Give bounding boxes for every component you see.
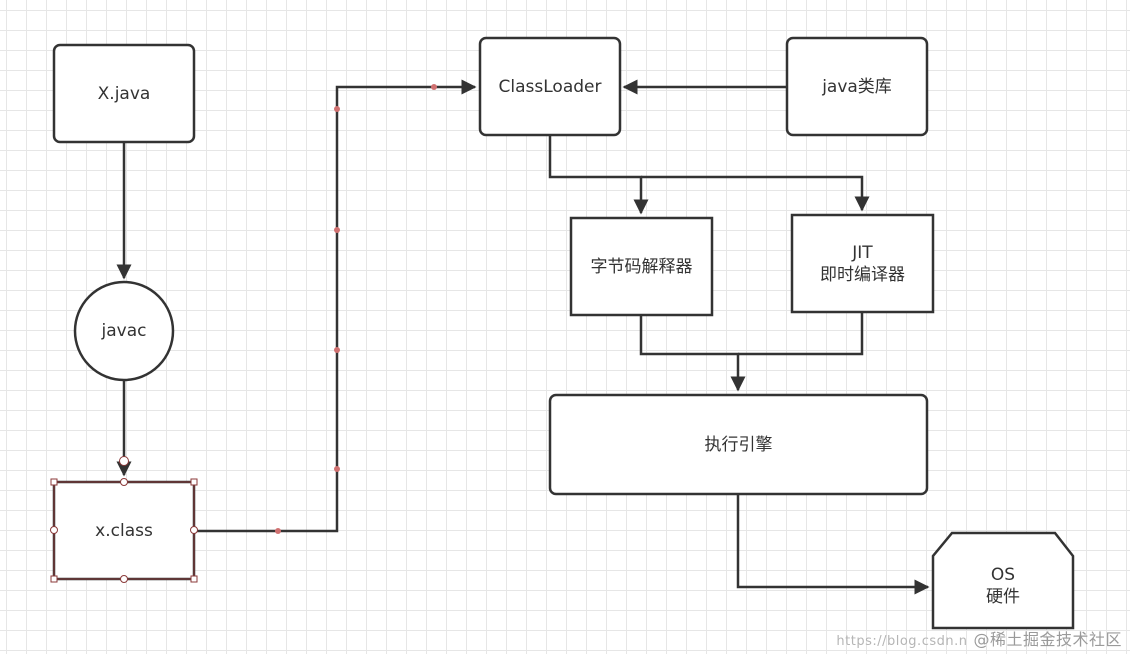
os-hardware-label: OS 硬件 bbox=[933, 543, 1073, 628]
edge-jit-engine[interactable] bbox=[738, 312, 864, 356]
connection-point[interactable] bbox=[50, 526, 58, 534]
waypoint-dot[interactable] bbox=[334, 466, 340, 472]
waypoint-dot[interactable] bbox=[334, 106, 340, 112]
edge-engine-os[interactable] bbox=[736, 494, 930, 595]
watermark-text: @稀土掘金技术社区 bbox=[973, 630, 1122, 649]
javac-label: javac bbox=[75, 282, 173, 380]
edge-interpreter-engine[interactable] bbox=[639, 315, 746, 392]
java-lib-label: java类库 bbox=[787, 38, 927, 135]
connection-point[interactable] bbox=[190, 526, 198, 534]
edge-classloader-jit[interactable] bbox=[641, 175, 870, 212]
bytecode-interpreter-box[interactable] bbox=[569, 216, 714, 317]
exec-engine-text: 执行引擎 bbox=[704, 434, 773, 455]
x-java-text: X.java bbox=[97, 83, 151, 104]
x-class-text: x.class bbox=[95, 520, 153, 541]
exec-engine-label: 执行引擎 bbox=[550, 395, 927, 494]
waypoint-dot[interactable] bbox=[275, 528, 281, 534]
bytecode-interpreter-text: 字节码解释器 bbox=[590, 256, 693, 277]
connection-point[interactable] bbox=[119, 456, 129, 466]
x-java-label: X.java bbox=[54, 45, 194, 142]
resize-handle[interactable] bbox=[50, 575, 58, 583]
javac-text: javac bbox=[101, 321, 147, 341]
x-class-label: x.class bbox=[54, 482, 194, 579]
waypoint-dot[interactable] bbox=[334, 347, 340, 353]
resize-handle[interactable] bbox=[50, 478, 58, 486]
jit-line2-text: 即时编译器 bbox=[820, 264, 905, 285]
classloader-label: ClassLoader bbox=[480, 38, 620, 135]
java-lib-text: java类库 bbox=[822, 76, 892, 97]
edge-xclass-classloader[interactable] bbox=[194, 79, 477, 533]
resize-handle[interactable] bbox=[190, 575, 198, 583]
os-hardware-shape[interactable] bbox=[931, 531, 1075, 630]
os-line2-text: 硬件 bbox=[986, 586, 1020, 607]
classloader-text: ClassLoader bbox=[498, 76, 602, 97]
edge-classloader-interpreter[interactable] bbox=[548, 135, 649, 215]
watermark: https://blog.csdn.n @稀土掘金技术社区 bbox=[836, 626, 1122, 650]
connection-point[interactable] bbox=[120, 575, 128, 583]
jit-line1-text: JIT bbox=[852, 242, 873, 263]
jit-compiler-label: JIT 即时编译器 bbox=[792, 215, 933, 312]
waypoint-dot[interactable] bbox=[431, 84, 437, 90]
waypoint-dot[interactable] bbox=[334, 227, 340, 233]
os-line1-text: OS bbox=[990, 564, 1016, 585]
resize-handle[interactable] bbox=[190, 478, 198, 486]
watermark-url: https://blog.csdn.n bbox=[836, 634, 968, 649]
connection-point[interactable] bbox=[120, 478, 128, 486]
bytecode-interpreter-label: 字节码解释器 bbox=[571, 218, 712, 315]
